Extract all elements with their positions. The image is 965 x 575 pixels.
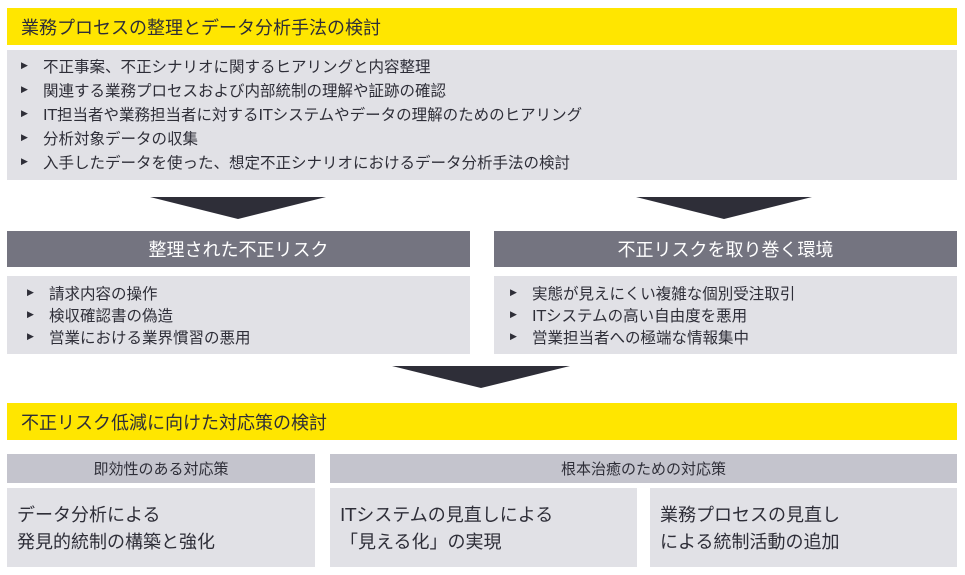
risk-header: 整理された不正リスク [7,231,470,267]
bullet-icon: ▶ [510,288,517,298]
risk-list-panel: ▶ 請求内容の操作 ▶ 検収確認書の偽造 ▶ 営業における業界慣習の悪用 [7,276,470,354]
bullet-icon: ▶ [27,288,34,298]
bullet-icon: ▶ [27,310,34,320]
item-text: 検収確認書の偽造 [49,307,174,325]
list-item: ▶ 不正事案、不正シナリオに関するヒアリングと内容整理 [21,54,957,78]
list-item: ▶ 実態が見えにくい複雑な個別受注取引 [510,282,957,304]
bullet-icon: ▶ [510,310,517,320]
list-item: ▶ 営業担当者への極端な情報集中 [510,326,957,348]
box-line: による統制活動の追加 [660,532,840,553]
item-text: 分析対象データの収集 [43,130,199,148]
item-text: 不正事案、不正シナリオに関するヒアリングと内容整理 [43,58,431,76]
immediate-measure-box: データ分析による 発見的統制の構築と強化 [7,488,315,567]
bullet-icon: ▶ [21,61,28,71]
list-item: ▶ 関連する業務プロセスおよび内部統制の理解や証跡の確認 [21,78,957,102]
arrow-down-icon [392,366,570,388]
bullet-icon: ▶ [21,133,28,143]
environment-header: 不正リスクを取り巻く環境 [494,231,957,267]
section-title-process: 業務プロセスの整理とデータ分析手法の検討 [7,8,957,45]
item-text: IT担当者や業務担当者に対するITシステムやデータの理解のためのヒアリング [43,106,583,124]
list-item: ▶ 請求内容の操作 [27,282,470,304]
arrow-down-icon [636,197,812,219]
list-item: ▶ 検収確認書の偽造 [27,304,470,326]
item-text: 営業における業界慣習の悪用 [49,329,251,347]
process-measure-box: 業務プロセスの見直し による統制活動の追加 [650,488,957,567]
item-text: ITシステムの高い自由度を悪用 [532,307,748,325]
bullet-icon: ▶ [510,332,517,342]
it-system-measure-box: ITシステムの見直しによる 「見える化」の実現 [330,488,637,567]
bullet-icon: ▶ [21,109,28,119]
box-line: ITシステムの見直しによる [340,505,554,526]
bullet-icon: ▶ [27,332,34,342]
item-text: 入手したデータを使った、想定不正シナリオにおけるデータ分析手法の検討 [43,154,571,172]
section-title-countermeasures: 不正リスク低減に向けた対応策の検討 [7,403,957,440]
list-item: ▶ ITシステムの高い自由度を悪用 [510,304,957,326]
immediate-header: 即効性のある対応策 [7,454,315,483]
box-line: 業務プロセスの見直し [660,505,840,526]
list-item: ▶ 分析対象データの収集 [21,126,957,150]
environment-list-panel: ▶ 実態が見えにくい複雑な個別受注取引 ▶ ITシステムの高い自由度を悪用 ▶ 営業担… [494,276,957,354]
arrow-down-icon [150,197,326,219]
item-text: 営業担当者への極端な情報集中 [532,329,750,347]
item-text: 関連する業務プロセスおよび内部統制の理解や証跡の確認 [43,82,447,100]
process-list-panel: ▶ 不正事案、不正シナリオに関するヒアリングと内容整理 ▶ 関連する業務プロセスおよ… [7,50,957,180]
fundamental-header: 根本治癒のための対応策 [330,454,957,483]
list-item: ▶ IT担当者や業務担当者に対するITシステムやデータの理解のためのヒアリング [21,102,957,126]
bullet-icon: ▶ [21,85,28,95]
item-text: 実態が見えにくい複雑な個別受注取引 [532,285,796,303]
item-text: 請求内容の操作 [49,285,158,303]
box-line: 「見える化」の実現 [340,532,502,553]
list-item: ▶ 入手したデータを使った、想定不正シナリオにおけるデータ分析手法の検討 [21,150,957,174]
list-item: ▶ 営業における業界慣習の悪用 [27,326,470,348]
bullet-icon: ▶ [21,157,28,167]
box-line: 発見的統制の構築と強化 [17,532,215,553]
box-line: データ分析による [17,505,161,526]
